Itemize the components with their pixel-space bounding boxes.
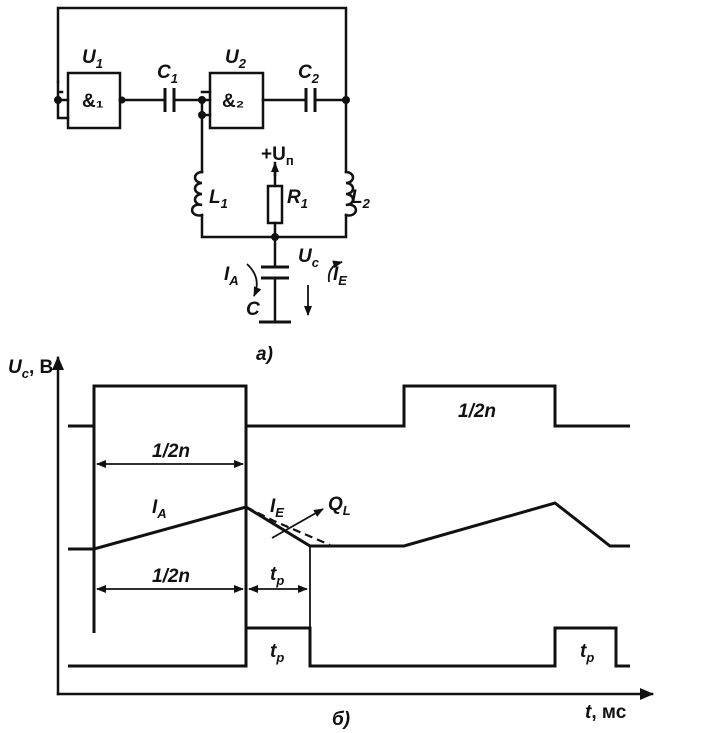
caption-b: б)	[332, 709, 350, 730]
feedback-wire	[56, 6, 348, 102]
waveform-pulses	[68, 626, 630, 668]
label-capacitor-c: C	[246, 299, 260, 320]
capacitor-c2	[304, 88, 317, 112]
label-supply: +Uп	[261, 144, 294, 168]
gate-u1-output-node	[118, 96, 126, 104]
label-ie: IE	[333, 264, 347, 288]
label-tp-dim: tp	[270, 564, 284, 588]
label-c2: C2	[298, 62, 320, 86]
inductor-l2	[344, 170, 358, 217]
y-axis-label: Uc, В	[8, 357, 53, 381]
label-uc: Uc	[298, 246, 320, 270]
label-half-period-3: 1/2n	[458, 401, 496, 422]
label-gate1-symbol: &₁	[82, 91, 104, 112]
arrow-ia	[246, 263, 262, 297]
circuit-diagram: U1 &₁ U2 &₂ C1 C2 L1 L2 R1 +Uп C Uc IA I…	[54, 6, 371, 365]
label-gate2-symbol: &₂	[222, 91, 244, 112]
label-u1: U1	[82, 47, 103, 71]
label-half-period-1: 1/2n	[152, 441, 190, 462]
label-l1: L1	[209, 187, 228, 211]
label-ql: QL	[328, 494, 351, 518]
label-r1: R1	[287, 187, 308, 211]
label-tp-pulse-1: tp	[270, 641, 284, 665]
inductor-l1	[190, 170, 204, 217]
waveform-sawtooth	[68, 501, 630, 551]
waveform-dashed	[245, 506, 331, 547]
caption-a: а)	[256, 344, 273, 365]
timing-diagram: Uc, В t, мс 1/2n 1/2n 1/2n IA IE QL tp t…	[8, 356, 654, 730]
capacitor-c	[261, 265, 289, 280]
label-c1: C1	[157, 62, 178, 86]
label-l2: L2	[351, 187, 371, 211]
gate-u1-input-node	[54, 96, 62, 104]
arrow-ie	[327, 260, 343, 283]
label-ie-wave: IE	[270, 496, 284, 520]
x-axis-label: t, мс	[585, 702, 627, 723]
label-u2: U2	[225, 47, 247, 71]
label-tp-pulse-2: tp	[580, 641, 594, 665]
arrow-ql	[271, 508, 324, 539]
resistor-r1	[266, 184, 284, 225]
label-ia: IA	[224, 264, 239, 288]
label-half-period-2: 1/2n	[152, 566, 190, 587]
waveform-square	[68, 384, 630, 428]
label-ia-wave: IA	[152, 497, 167, 521]
capacitor-c1	[163, 88, 176, 112]
